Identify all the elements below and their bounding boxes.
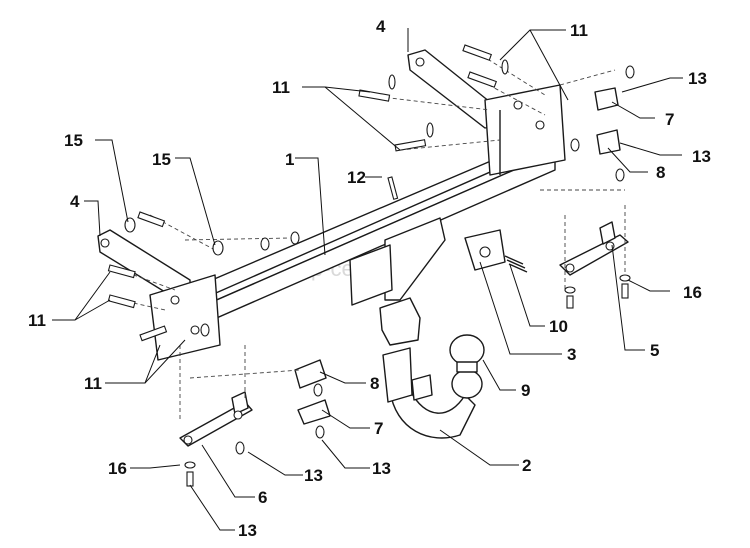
towball-neck <box>382 347 476 439</box>
left-lower-bracket <box>179 391 253 447</box>
callout-16-left: 16 <box>108 459 127 478</box>
lock-block <box>379 297 421 346</box>
callout-6: 6 <box>258 488 267 507</box>
callout-8-left: 8 <box>370 374 379 393</box>
right-small-plates <box>594 87 621 155</box>
callout-2: 2 <box>522 456 531 475</box>
callout-13-top-right: 13 <box>688 69 707 88</box>
callout-13-bottom: 13 <box>238 521 257 540</box>
leader-lines <box>52 28 683 531</box>
callout-7-left: 7 <box>374 419 383 438</box>
callout-15-left: 15 <box>64 131 83 150</box>
callout-5: 5 <box>650 341 659 360</box>
callout-9: 9 <box>521 381 530 400</box>
callout-13-bottom-mid: 13 <box>304 466 323 485</box>
socket-spring <box>504 255 528 273</box>
callout-11-left: 11 <box>28 311 46 330</box>
callout-15-mid: 15 <box>152 150 171 169</box>
callout-12: 12 <box>347 168 366 187</box>
callout-11-bottom-left: 11 <box>84 374 102 393</box>
hardware-left <box>107 211 300 342</box>
callout-11-top-mid: 11 <box>272 78 290 97</box>
callout-3: 3 <box>567 345 576 364</box>
callout-4-top: 4 <box>376 17 386 36</box>
callout-4-left: 4 <box>70 192 80 211</box>
left-small-plates <box>294 359 331 425</box>
tow-plate <box>349 217 506 306</box>
callout-10: 10 <box>549 317 568 336</box>
callout-8-right: 8 <box>656 163 665 182</box>
callout-labels: 11 4 13 11 7 13 15 15 1 12 8 4 16 11 10 … <box>28 17 711 540</box>
callout-7-right: 7 <box>665 110 674 129</box>
towball <box>449 334 485 399</box>
callout-16-right: 16 <box>683 283 702 302</box>
hardware-bottom <box>184 176 631 487</box>
right-lower-bracket <box>559 221 629 276</box>
callout-1: 1 <box>285 150 294 169</box>
callout-13-bottom-right: 13 <box>372 459 391 478</box>
callout-13-right: 13 <box>692 147 711 166</box>
callout-11-top-right: 11 <box>570 21 588 40</box>
left-side-bracket <box>97 229 221 361</box>
right-side-bracket <box>407 49 566 176</box>
hardware-right-top <box>358 44 635 182</box>
